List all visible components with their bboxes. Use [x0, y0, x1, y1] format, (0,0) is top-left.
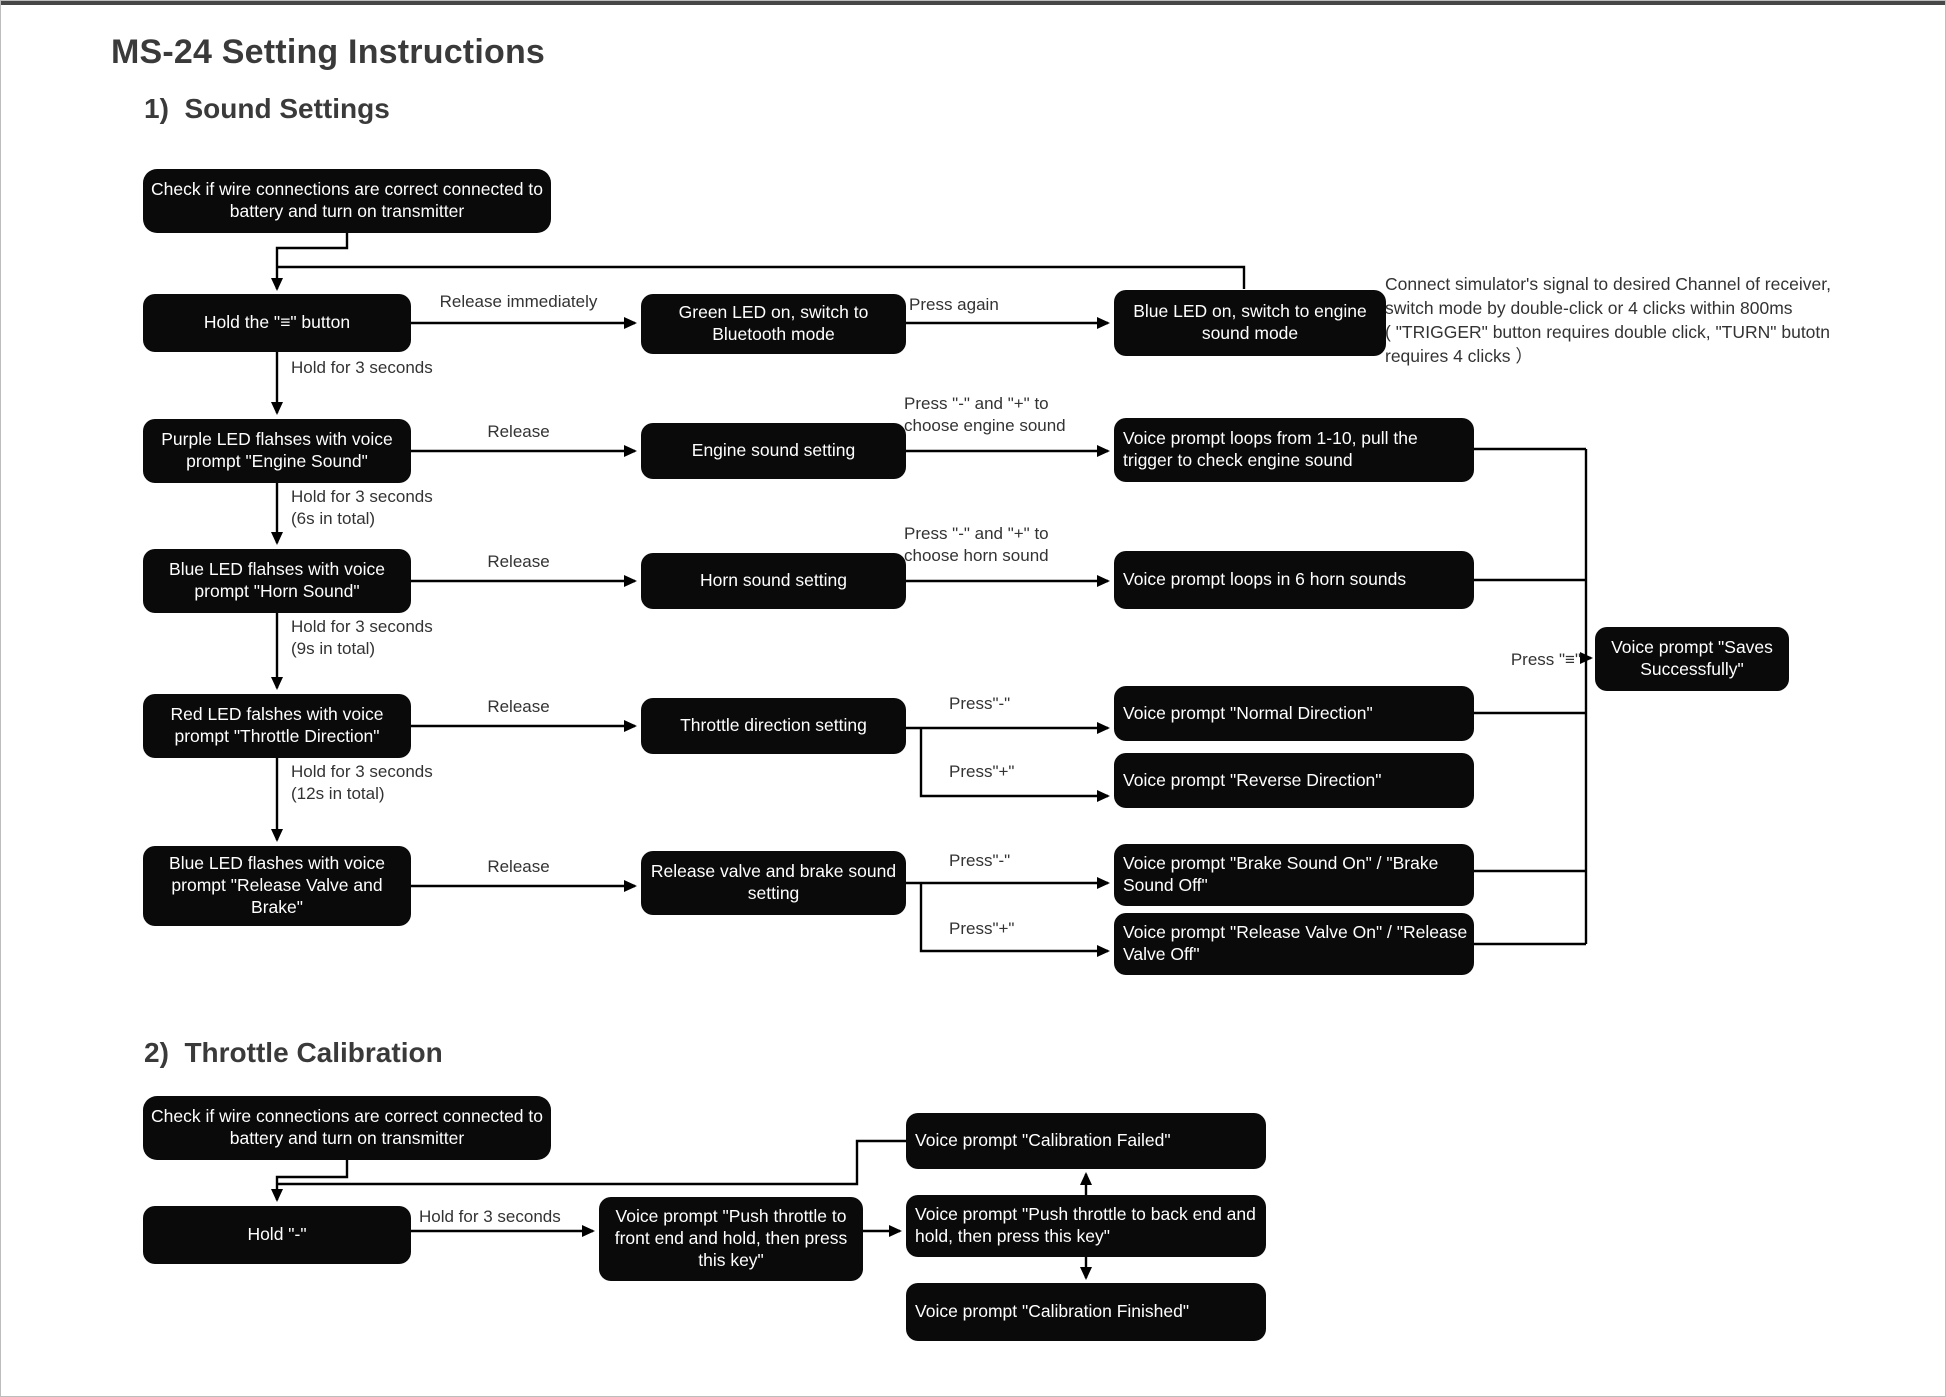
node-check-wiring-2: Check if wire connections are correct co…: [143, 1096, 551, 1160]
note-simulator-signal: Connect simulator's signal to desired Ch…: [1385, 274, 1831, 366]
top-border-strip: [1, 1, 1945, 5]
label-press-plus-valve: Press"+": [949, 919, 1015, 938]
label-choose-horn-sound: Press "-" and "+" to choose horn sound: [904, 524, 1049, 566]
edge-rvb-to-rv: [919, 883, 1110, 957]
node-green-led-bluetooth: Green LED on, switch to Bluetooth mode: [641, 294, 906, 354]
label-press-plus-direction: Press"+": [949, 762, 1015, 781]
label-release-row4: Release: [487, 697, 550, 716]
edge-loop-to-blue-engine: [278, 265, 1246, 289]
node-engine-voice-loop: Voice prompt loops from 1-10, pull the t…: [1114, 418, 1474, 482]
node-voice-brake-sound: Voice prompt "Brake Sound On" / "Brake S…: [1114, 844, 1474, 906]
label-release-row3: Release: [487, 552, 550, 571]
node-voice-push-throttle-back: Voice prompt "Push throttle to back end …: [906, 1195, 1266, 1257]
page-title: MS-24 Setting Instructions: [111, 33, 546, 71]
edge-check2-to-holdminus: [271, 1160, 349, 1202]
section-heading-sound: 1) Sound Settings: [144, 93, 390, 124]
label-choose-engine-sound: Press "-" and "+" to choose engine sound: [904, 394, 1066, 436]
edge-check1-to-hold: [271, 233, 349, 291]
node-release-valve-brake-setting: Release valve and brake sound setting: [641, 851, 906, 915]
node-voice-release-valve: Voice prompt "Release Valve On" / "Relea…: [1114, 913, 1474, 975]
label-press-minus-direction: Press"-": [949, 694, 1011, 713]
node-red-led-throttle-direction: Red LED falshes with voice prompt "Throt…: [143, 694, 411, 758]
label-hold-3s-12s: Hold for 3 seconds (12s in total): [291, 762, 433, 804]
label-press-menu: Press "≡": [1510, 650, 1581, 669]
node-voice-calibration-finished: Voice prompt "Calibration Finished": [906, 1283, 1266, 1341]
node-voice-normal-direction: Voice prompt "Normal Direction": [1114, 686, 1474, 741]
node-engine-sound-setting: Engine sound setting: [641, 423, 906, 479]
node-purple-led-engine-sound: Purple LED flahses with voice prompt "En…: [143, 419, 411, 483]
label-hold-3s-6s: Hold for 3 seconds (6s in total): [291, 487, 433, 529]
node-horn-voice-loop: Voice prompt loops in 6 horn sounds: [1114, 551, 1474, 609]
node-blue-led-release-valve-brake: Blue LED flashes with voice prompt "Rele…: [143, 846, 411, 926]
node-horn-sound-setting: Horn sound setting: [641, 553, 906, 609]
label-release-immediately: Release immediately: [439, 292, 598, 311]
label-hold-3s-calibration: Hold for 3 seconds: [419, 1207, 561, 1226]
node-voice-push-throttle-front: Voice prompt "Push throttle to front end…: [599, 1197, 863, 1281]
node-throttle-direction-setting: Throttle direction setting: [641, 698, 906, 754]
label-release-row2: Release: [487, 422, 550, 441]
node-blue-led-horn-sound: Blue LED flahses with voice prompt "Horn…: [143, 549, 411, 613]
label-press-minus-brake: Press"-": [949, 851, 1011, 870]
edge-calibfailed-retry: [278, 1139, 906, 1186]
node-check-wiring-1: Check if wire connections are correct co…: [143, 169, 551, 233]
label-press-again: Press again: [909, 295, 999, 314]
node-hold-minus: Hold "-": [143, 1206, 411, 1264]
edge-throttle-to-reverse: [919, 728, 1110, 802]
label-hold-3s-9s: Hold for 3 seconds (9s in total): [291, 617, 433, 659]
node-hold-menu-button: Hold the "≡" button: [143, 294, 411, 352]
label-release-row5: Release: [487, 857, 550, 876]
section-heading-throttle: 2) Throttle Calibration: [144, 1037, 443, 1068]
node-voice-calibration-failed: Voice prompt "Calibration Failed": [906, 1113, 1266, 1169]
node-blue-led-engine-mode: Blue LED on, switch to engine sound mode: [1114, 290, 1386, 356]
label-hold-3s: Hold for 3 seconds: [291, 358, 433, 377]
node-voice-reverse-direction: Voice prompt "Reverse Direction": [1114, 753, 1474, 808]
node-voice-saves-successfully: Voice prompt "Saves Successfully": [1595, 627, 1789, 691]
